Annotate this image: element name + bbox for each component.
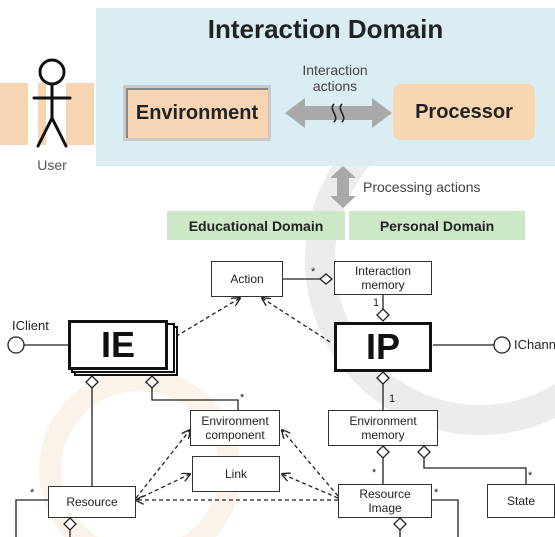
environment-box: Environment: [123, 85, 271, 141]
interaction-memory-class: Interaction memory: [334, 261, 432, 295]
iclient-label: IClient: [12, 318, 49, 333]
aggregation-diamond: [145, 375, 159, 389]
ichannel-lollipop: [493, 336, 511, 354]
educational-domain-tab: Educational Domain: [167, 211, 345, 240]
aggregation-diamond: [63, 517, 77, 531]
resource-image-class: Resource Image: [338, 484, 432, 518]
ip-class: IP: [334, 322, 432, 372]
image-self-link: [432, 499, 459, 537]
user-label: User: [37, 157, 67, 173]
user-stripe: [66, 83, 94, 145]
aggregation-diamond: [318, 273, 334, 285]
action-class: Action: [211, 261, 283, 297]
interaction-actions-line2: actions: [312, 78, 358, 94]
multiplicity-label: *: [372, 467, 377, 479]
user-stripe: [38, 83, 46, 145]
ie-component-link: [151, 388, 239, 410]
interaction-double-arrow: [285, 98, 392, 128]
ie-class: IE: [68, 320, 168, 370]
environment-component-class: Environment component: [190, 410, 280, 446]
processing-actions-label: Processing actions: [363, 179, 481, 195]
environment-memory-line2: memory: [361, 428, 405, 442]
multiplicity-label: *: [240, 392, 245, 404]
environment-memory-class: Environment memory: [328, 410, 438, 446]
aggregation-diamond: [376, 308, 390, 322]
ie-action-dependency: [169, 298, 240, 341]
resource-image-line2: Image: [368, 501, 402, 515]
state-class: State: [487, 484, 555, 518]
user-stripe: [0, 83, 28, 145]
interaction-actions-label: Interaction actions: [283, 62, 387, 94]
image-link-dependency: [282, 474, 339, 499]
resource-link-dependency: [135, 474, 190, 501]
aggregation-diamond: [393, 517, 407, 531]
aggregation-diamond: [376, 371, 390, 385]
multiplicity-label: *: [30, 487, 35, 499]
ichannel-label: IChannel: [514, 337, 555, 352]
personal-domain-tab: Personal Domain: [349, 211, 525, 240]
multiplicity-label: 1: [389, 393, 396, 405]
image-component-dependency: [282, 430, 339, 497]
iclient-lollipop: [7, 336, 25, 354]
multiplicity-label: *: [434, 487, 439, 499]
processor-box: Processor: [393, 84, 535, 140]
interaction-memory-line1: Interaction: [354, 264, 412, 278]
multiplicity-label: 1: [373, 297, 380, 309]
aggregation-diamond: [85, 375, 99, 389]
resource-component-dependency: [135, 430, 190, 499]
ip-action-dependency: [262, 298, 331, 343]
environment-component-line2: component: [205, 428, 265, 442]
multiplicity-label: *: [311, 266, 316, 278]
envmemory-state-link: [423, 458, 527, 484]
interaction-domain-title: Interaction Domain: [207, 14, 444, 44]
aggregation-diamond: [417, 445, 431, 459]
interaction-actions-line1: Interaction: [302, 62, 368, 78]
aggregation-diamond: [376, 445, 390, 459]
processing-double-arrow: [330, 166, 356, 208]
interaction-memory-line2: memory: [361, 278, 405, 292]
link-class: Link: [192, 456, 280, 492]
resource-class: Resource: [48, 486, 136, 518]
resource-image-line1: Resource: [359, 487, 411, 501]
environment-component-line1: Environment: [201, 414, 269, 428]
multiplicity-label: *: [528, 470, 533, 482]
environment-memory-line1: Environment: [349, 414, 417, 428]
resource-self-link: [15, 499, 48, 537]
